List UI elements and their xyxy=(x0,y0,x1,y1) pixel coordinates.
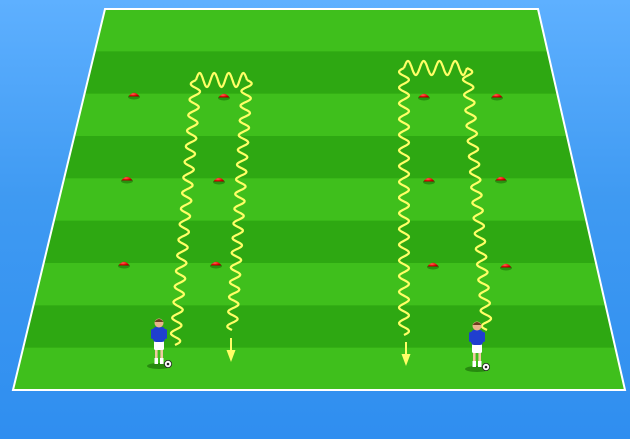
pitch-stripe xyxy=(0,51,630,94)
player-arm xyxy=(164,329,167,339)
pitch-stripes xyxy=(0,9,630,391)
player-arm xyxy=(482,332,485,342)
player-sock xyxy=(155,358,159,364)
pitch-stripe xyxy=(0,136,630,179)
player-sock xyxy=(473,361,477,367)
player-shirt xyxy=(153,327,165,342)
pitch-stripe xyxy=(0,305,630,348)
player-shorts xyxy=(154,341,164,350)
pitch-stripe xyxy=(0,9,630,52)
player-arm xyxy=(469,332,472,342)
ball-patch xyxy=(485,366,488,369)
player-sock xyxy=(160,358,164,364)
ball-patch xyxy=(167,363,170,366)
pitch-stripe xyxy=(0,94,630,137)
pitch-stripe xyxy=(0,221,630,264)
player-sock xyxy=(478,361,482,367)
pitch-stripe xyxy=(0,348,630,391)
player-arm xyxy=(151,329,154,339)
pitch-stripe xyxy=(0,178,630,221)
player-shirt xyxy=(471,330,483,345)
player-shorts xyxy=(472,344,482,353)
pitch-stripe xyxy=(0,263,630,306)
